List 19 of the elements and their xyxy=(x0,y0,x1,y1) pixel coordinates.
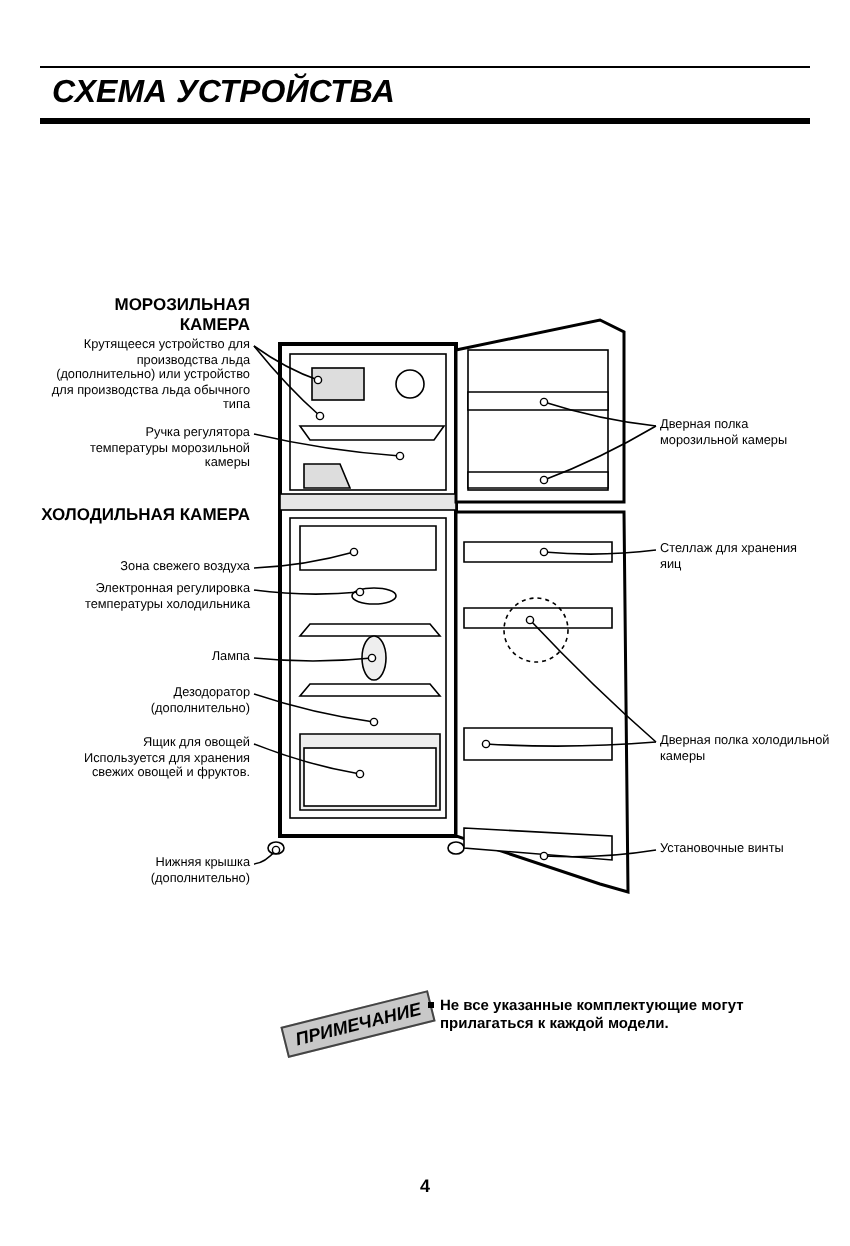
leader-line xyxy=(539,547,657,557)
leader-line xyxy=(525,615,657,743)
leader-line xyxy=(253,547,359,569)
leader-line xyxy=(481,739,657,749)
page-number: 4 xyxy=(417,1180,432,1196)
leader-line xyxy=(253,845,281,865)
leader-line xyxy=(253,653,377,663)
leader-line xyxy=(539,425,657,485)
leader-line xyxy=(253,345,325,421)
leader-line xyxy=(539,849,657,861)
section-heading: ХОЛОДИЛЬНАЯ КАМЕРА xyxy=(40,506,250,525)
section-heading: МОРОЗИЛЬНАЯ КАМЕРА xyxy=(112,296,250,334)
page-title: СХЕМА УСТРОЙСТВА xyxy=(40,66,810,124)
leader-line xyxy=(253,433,405,461)
leader-line xyxy=(539,397,657,427)
leader-line xyxy=(253,587,365,597)
leader-line xyxy=(253,345,323,385)
leader-line xyxy=(253,743,365,779)
leader-line xyxy=(253,693,379,727)
